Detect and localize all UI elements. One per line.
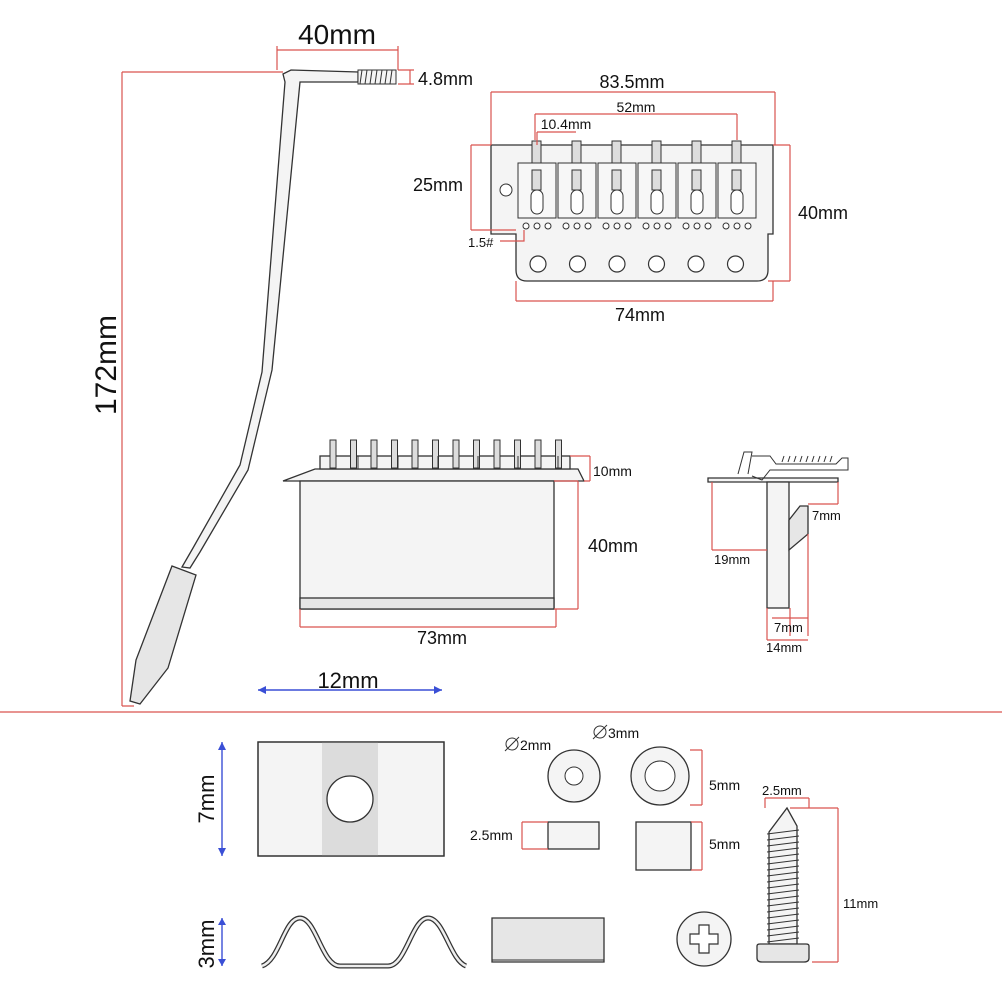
side-19-label: 19mm [714,552,750,567]
screw-span-dim: 52mm [534,99,738,140]
shim-height-dim: 7mm [194,742,226,856]
arm-thread-dim: 4.8mm [398,69,473,89]
washer-h1-dim: 5mm [690,749,740,806]
block-width-dim: 73mm [299,609,557,648]
saddle-screw [391,439,398,469]
tremolo-arm [129,69,397,705]
bridge-top-view [490,140,774,282]
bridge-side-view [707,451,849,609]
diameter-icon [592,724,608,740]
plate-bottom-dim: 74mm [515,281,774,325]
front-screw-row [329,439,562,469]
string-hole [687,255,705,273]
spacer-small-dim: 2.5mm [470,821,548,850]
saddle-pitch-dim: 10.4mm [536,116,592,145]
spacer-small-label: 2.5mm [470,827,513,843]
string-hole [608,255,626,273]
plate-depth-label: 25mm [413,175,463,195]
arm-width-dim: 40mm [276,19,399,70]
side-14-dim: 14mm [766,608,808,655]
saddle-screw [493,439,501,469]
spring-height-label: 3mm [194,920,219,969]
washer-large-label: 3mm [608,725,639,741]
arm-thread [357,69,397,85]
plate-mount-hole [499,183,513,197]
string-hole [568,255,587,273]
screw-len-dim: 11mm [790,807,878,963]
shim-plate [257,741,445,857]
saddle-screw [370,439,378,469]
saddle [637,140,677,230]
front-height-top-label: 10mm [593,463,632,479]
saddle [517,140,557,230]
string-hole [529,255,547,273]
shim-height-label: 7mm [194,775,219,824]
arm-tip-dim: 12mm [258,668,442,694]
front-height-top-dim: 10mm [570,455,632,482]
bridge-front-view [282,439,586,610]
washer-large-label-group: 3mm [592,724,639,741]
block-height-dim: 40mm [554,480,638,610]
saddle [557,140,597,230]
saddle [597,140,637,230]
plate-bottom-label: 74mm [615,305,665,325]
saddle-strip [319,455,571,470]
washer-small-label: 2mm [520,737,551,753]
washer-small [547,749,601,803]
block-width-label: 73mm [417,628,467,648]
arm-width-label: 40mm [298,19,376,50]
screw-head-dim: 2.5mm [762,783,810,808]
washer-large [630,746,690,806]
flat-plate [491,917,605,963]
spacer-large-dim: 5mm [691,821,740,871]
phillips-screw-head [676,911,732,967]
diameter-icon [504,736,520,752]
arm-thread-label: 4.8mm [418,69,473,89]
plate-depth-dim: 25mm [413,144,516,231]
side-7b-dim: 7mm [772,534,809,636]
saddle-pitch-label: 10.4mm [541,116,592,132]
spacer-large-label: 5mm [709,836,740,852]
saddle-screw [534,439,542,469]
plate-height-dim: 40mm [768,144,848,282]
saddle-screw [432,439,439,469]
screw-span-label: 52mm [617,99,656,115]
saddle-screw [411,439,419,469]
saddle [677,140,717,230]
saddle-screw [350,439,357,469]
washer-small-label-group: 2mm [504,736,551,753]
side-7b-label: 7mm [774,620,803,635]
screw-hole-label: 1.5# [468,235,494,250]
side-7a-label: 7mm [812,508,841,523]
spacer-large [635,821,692,871]
screw-head-label: 2.5mm [762,783,802,798]
plate-width-dim: 83.5mm [490,72,776,145]
side-19-dim: 19mm [711,482,767,567]
screw-len-label: 11mm [843,896,878,911]
string-hole [647,255,666,273]
plate-width-label: 83.5mm [599,72,664,92]
block-height-label: 40mm [588,536,638,556]
spring-height-dim: 3mm [194,918,226,968]
string-hole-row [529,255,745,273]
saddle [717,140,757,230]
saddle-row [517,140,757,230]
plate-height-label: 40mm [798,203,848,223]
saddle-screw [452,439,460,469]
wood-screw [756,806,810,963]
arm-tip [129,565,197,705]
screw-hole-dim: 1.5# [468,230,525,250]
side-14-label: 14mm [766,640,802,655]
string-hole [726,255,745,273]
saddle-screw [473,439,480,469]
arm-tip-label: 12mm [317,668,378,693]
side-7a-dim: 7mm [808,482,841,523]
wave-spring [260,915,468,969]
saddle-screw [329,439,337,469]
arm-length-label: 172mm [90,315,123,415]
washer-h1-label: 5mm [709,777,740,793]
arm-length-dim: 172mm [90,71,283,707]
spacer-small [547,821,600,850]
